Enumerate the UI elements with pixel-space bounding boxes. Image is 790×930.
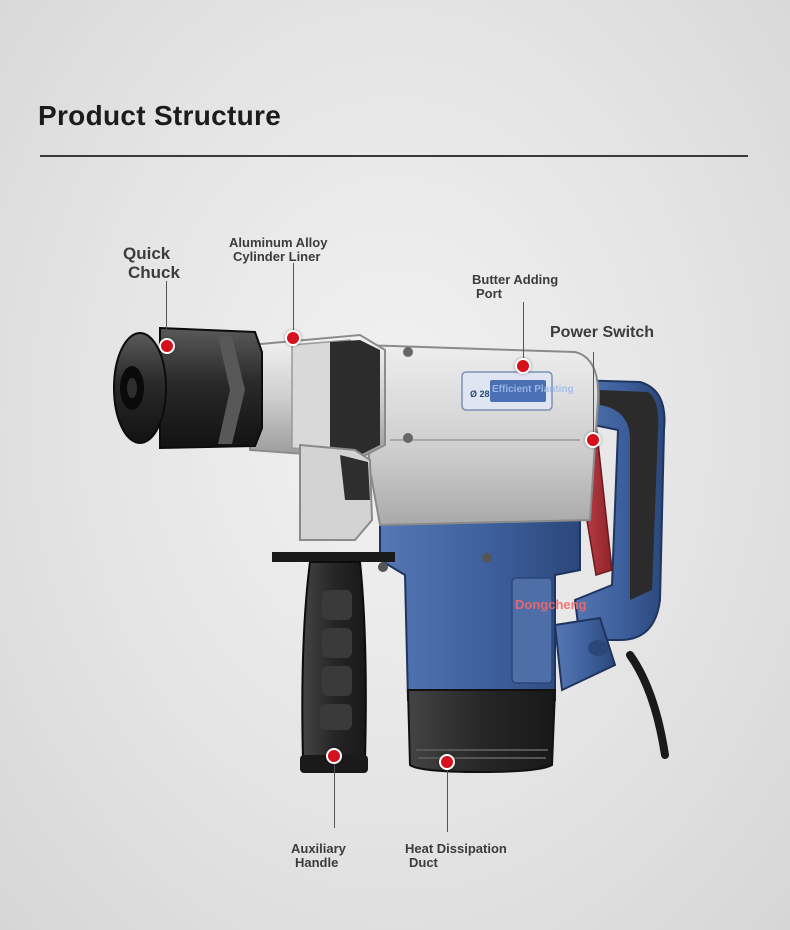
leader-butter-port: [523, 302, 524, 366]
label-heat-duct: Heat Dissipation Duct: [405, 841, 507, 871]
leader-heat-duct: [447, 762, 448, 832]
aluminum-cylinder: [249, 333, 386, 460]
marker-quick-chuck: [159, 338, 175, 354]
label-auxiliary-handle: Auxiliary Handle: [291, 841, 346, 871]
marker-auxiliary-handle: [326, 748, 342, 764]
overlay-caption: Efficient Planting: [492, 384, 574, 395]
label-butter-port: Butter Adding Port: [472, 272, 559, 302]
marker-cylinder-liner: [285, 330, 301, 346]
marker-power-switch: [585, 432, 601, 448]
gearbox-housing: [358, 343, 600, 572]
label-power-switch: Power Switch: [550, 324, 655, 341]
leader-quick-chuck: [166, 281, 167, 346]
brand-decal: Dongcheng: [515, 597, 587, 612]
leader-power-switch: [593, 352, 594, 440]
rear-handle: [553, 378, 669, 759]
leader-cylinder-liner: [293, 263, 294, 338]
marker-heat-duct: [439, 754, 455, 770]
page-title: Product Structure: [38, 100, 282, 131]
marker-butter-port: [515, 358, 531, 374]
spec-badge: Ø 28: [470, 389, 490, 399]
label-cylinder-liner: Aluminum Alloy Cylinder Liner: [229, 235, 328, 265]
motor-housing: [379, 514, 581, 774]
leader-auxiliary-handle: [334, 756, 335, 828]
quick-chuck: [113, 326, 263, 450]
label-quick-chuck: Quick Chuck: [123, 244, 180, 282]
title-divider: [40, 155, 748, 157]
